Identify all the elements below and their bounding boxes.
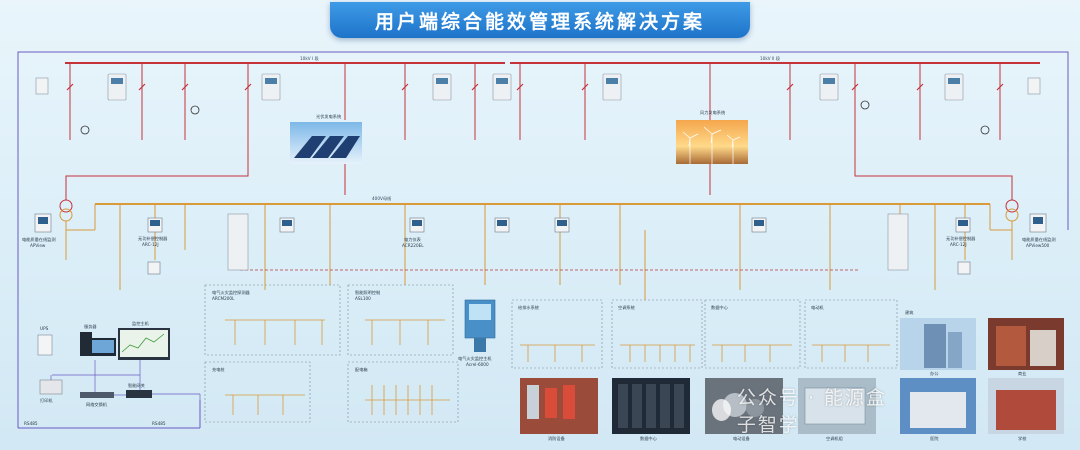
ups-label: UPS (40, 326, 49, 331)
sub-panel-label: 配电箱 (355, 366, 368, 373)
fire-model: ARCM200L (212, 296, 235, 301)
hv-bus-left-label: 10kV I 段 (300, 55, 320, 62)
pv-array-image: 光伏发电系统 (290, 113, 362, 164)
photo-captions: 消防设备 数据中心 电动设备 空调机组 办公 商业 医院 学校 (548, 370, 1027, 442)
kiosk-label: 电气火灾监控主机 (458, 355, 492, 362)
current-transformers (80, 100, 990, 135)
water-label: 给排水系统 (518, 304, 539, 311)
photo-caption-6: 医院 (930, 435, 939, 442)
watermark: 公众号 · 能源盒子智学 (712, 387, 892, 436)
left-meter-model: APView (30, 243, 46, 248)
photo-caption-5: 商业 (1018, 370, 1026, 377)
kiosk-device (464, 299, 496, 352)
rs485-b-label: RS485 (152, 421, 166, 426)
hvac-label: 空调系统 (618, 304, 635, 311)
ep-left-label: 电力仪表 (404, 236, 422, 243)
lighting-label: 智能照明控制 (355, 289, 380, 296)
kiosk-model: Acrel-6000 (466, 362, 489, 367)
wechat-icon (712, 399, 731, 421)
cmp-right-label: 无功补偿控制器 (946, 235, 976, 242)
subsystem-boxes (204, 284, 898, 423)
photo-row (520, 318, 1064, 434)
hv-bus-left: 10kV I 段 (65, 55, 505, 64)
charging-label: 充电桩 (212, 366, 225, 373)
hv-feeders (69, 63, 1001, 140)
lv-feeders (65, 204, 1013, 300)
left-meter-tag: 电能质量在线监测 (22, 236, 56, 243)
cmp-right-model: ARC-12J (950, 242, 967, 247)
monitor-label: 监控主机 (132, 320, 150, 327)
gateway-label: 智能网关 (128, 382, 145, 389)
photo-caption-7: 学校 (1018, 435, 1027, 442)
end-meters (35, 77, 1041, 95)
page-title: 用户端综合能效管理系统解决方案 (374, 10, 705, 33)
photo-caption-2: 电动设备 (733, 435, 751, 442)
title-banner: 用户端综合能效管理系统解决方案 (330, 2, 750, 38)
rs485-a-label: RS485 (24, 421, 38, 426)
right-meter-tag: 电能质量在线监测 (1022, 236, 1056, 243)
photo-caption-1: 数据中心 (640, 435, 658, 442)
printer-label: 打印机 (40, 397, 53, 404)
right-meter-model: APView500 (1026, 243, 1050, 248)
server-label: 服务器 (84, 323, 97, 330)
photo-caption-4: 办公 (930, 370, 939, 377)
photo-caption-3: 空调机组 (826, 435, 843, 442)
hv-switches (66, 83, 1004, 91)
relay-screens (111, 78, 960, 84)
control-room (37, 328, 170, 398)
cmp-left-model: ARC-12J (142, 242, 159, 247)
pv-label: 光伏发电系统 (316, 113, 341, 120)
wind-label: 风力发电系统 (700, 109, 725, 116)
comm-network (17, 51, 1069, 429)
hv-bus-right-label: 10kV II 段 (760, 55, 781, 62)
hv-relays (107, 73, 964, 101)
lv-bus-label: 400V母线 (372, 195, 392, 202)
switch-label: 网络交换机 (86, 401, 108, 408)
lv-bus: 400V母线 (95, 195, 990, 205)
lighting-model: ASL100 (355, 296, 371, 301)
branch-trees (225, 319, 890, 415)
hv-bus-right: 10kV II 段 (510, 55, 1040, 64)
watermark-text: 公众号 · 能源盒子智学 (736, 387, 888, 436)
fire-label: 电气火灾监控探测器 (212, 289, 251, 296)
wind-farm-image: 风力发电系统 (676, 109, 748, 164)
ep-left-model: ACR220EL (402, 243, 424, 248)
cmp-left-label: 无功补偿控制器 (138, 235, 168, 242)
lv-meter-screens (38, 217, 1043, 226)
motor-label: 电动机 (811, 304, 824, 311)
control-room-wiring (50, 360, 201, 428)
photo-caption-0: 消防设备 (548, 435, 566, 442)
datacenter-label: 数据中心 (711, 304, 729, 311)
lv-cabinets (227, 213, 909, 271)
building-label: 建筑 (905, 309, 914, 316)
transformer-feeds (65, 140, 1013, 200)
